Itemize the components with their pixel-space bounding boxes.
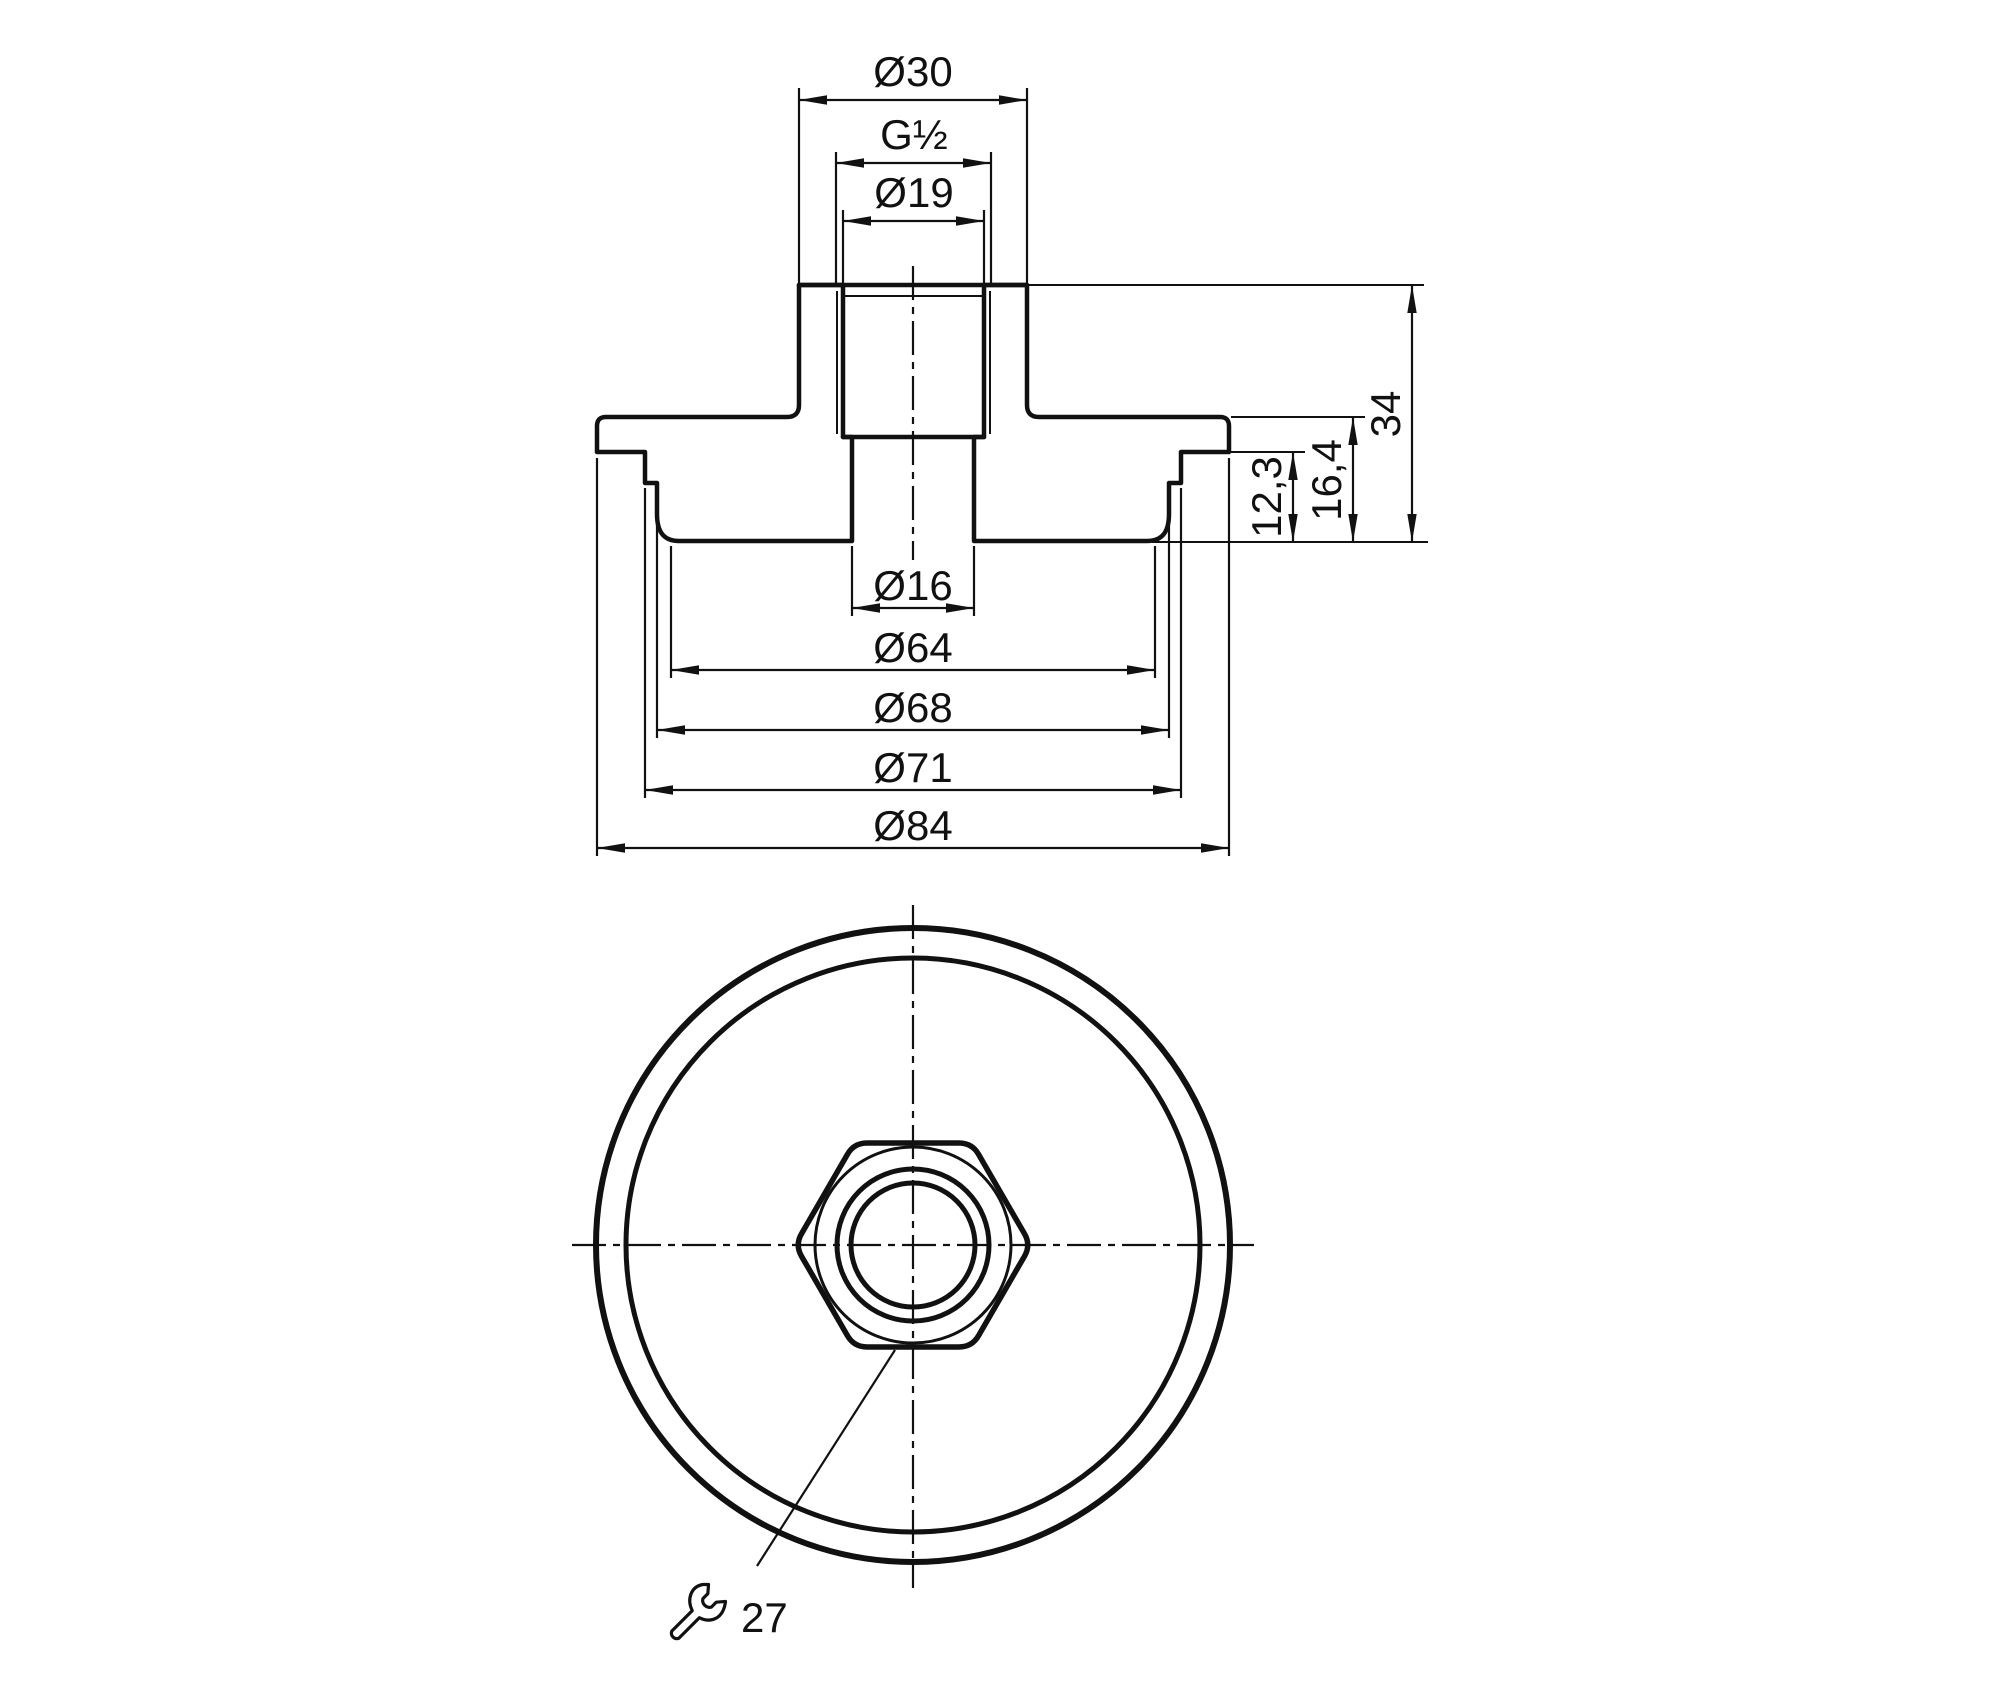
through-bore-circle: [848, 1180, 978, 1310]
dim-label-dia68: Ø68: [873, 684, 952, 731]
dimension-dia16: Ø16: [850, 546, 976, 616]
dimension-height-group: 12,3 16,4 34: [1028, 284, 1428, 543]
section-material-right: [971, 282, 1232, 544]
hex-chamfer-circle: [813, 1145, 1013, 1345]
dim-label-h12-3: 12,3: [1243, 456, 1290, 538]
dimension-dia71: Ø71: [643, 488, 1183, 798]
dim-label-dia19: Ø19: [874, 169, 953, 216]
dim-label-dia16: Ø16: [873, 562, 952, 609]
dim-label-dia64: Ø64: [873, 624, 952, 671]
hex-boss-outline: [795, 1140, 1031, 1350]
dim-label-h16-4: 16,4: [1303, 439, 1350, 521]
dim-label-dia84: Ø84: [873, 802, 952, 849]
dim-label-h34: 34: [1362, 391, 1409, 438]
dimension-dia30: Ø30: [797, 48, 1029, 284]
wrench-icon: [669, 1582, 728, 1641]
dim-label-thread: G½: [880, 111, 948, 158]
dim-label-dia30: Ø30: [873, 48, 952, 95]
dimension-dia64: Ø64: [669, 546, 1157, 678]
section-view: Ø30 G½ Ø19 Ø16 Ø64: [594, 48, 1428, 856]
flange-outer-circle: [593, 925, 1233, 1565]
dim-label-dia71: Ø71: [873, 744, 952, 791]
thread-bore-circle: [834, 1166, 992, 1324]
dimension-dia68: Ø68: [655, 522, 1171, 738]
section-material-left: [594, 282, 855, 544]
dimension-thread-g12: G½: [834, 111, 993, 284]
flange-inner-rim-circle: [623, 955, 1203, 1535]
dimension-dia19: Ø19: [841, 169, 986, 284]
dimension-h12-3: 12,3: [1243, 452, 1298, 542]
wrench-leader-line: [756, 1349, 896, 1567]
dimension-h34: 34: [1362, 285, 1417, 542]
dimension-h16-4: 16,4: [1303, 417, 1358, 542]
dimension-dia84: Ø84: [595, 458, 1231, 856]
wrench-size-label: 27: [741, 1594, 788, 1641]
top-view: 27: [572, 905, 1254, 1641]
